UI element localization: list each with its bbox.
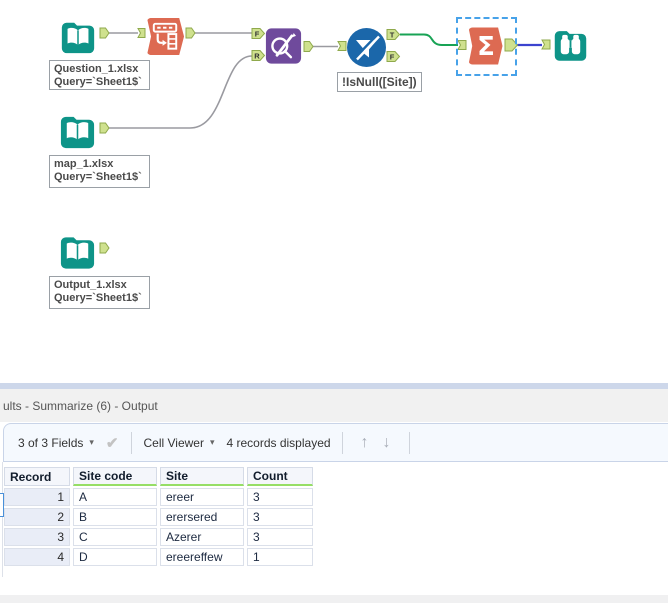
output-anchor-summarize[interactable]: [504, 38, 519, 52]
panel-splitter[interactable]: [0, 383, 668, 389]
panel-bottom-strip: [0, 595, 668, 603]
output-anchor-findreplace[interactable]: [303, 41, 314, 52]
panel-left-border: [2, 462, 3, 577]
site-cell[interactable]: erersered: [160, 508, 244, 526]
toolbar-separator: [131, 431, 133, 454]
fields-dropdown[interactable]: 3 of 3 Fields ▾: [18, 436, 94, 450]
column-header-site-code[interactable]: Site code: [73, 467, 157, 486]
findreplace-r-anchor[interactable]: [251, 50, 266, 61]
toolbar-separator: [341, 431, 343, 454]
table-row: 4 D ereereffew 1: [4, 548, 313, 566]
results-panel-title: ults - Summarize (6) - Output: [3, 398, 158, 413]
workflow-canvas[interactable]: F R T F: [0, 0, 668, 383]
tool-input-output[interactable]: [58, 232, 97, 272]
input-anchor-browse[interactable]: [541, 39, 551, 50]
column-header-record[interactable]: Record: [4, 467, 70, 486]
record-number-cell[interactable]: 2: [4, 508, 70, 526]
docked-panel-fragment: [0, 493, 4, 517]
tool-input-question[interactable]: [59, 18, 97, 56]
table-row: 2 B erersered 3: [4, 508, 313, 526]
site-code-cell[interactable]: B: [73, 508, 157, 526]
record-number-cell[interactable]: 1: [4, 488, 70, 506]
output-anchor-output[interactable]: [99, 242, 110, 254]
input-data-icon: [60, 116, 95, 149]
input-anchor-transpose[interactable]: [137, 28, 146, 38]
tool-filter[interactable]: [346, 27, 387, 68]
count-cell[interactable]: 1: [247, 548, 313, 566]
output-anchor-map[interactable]: [99, 122, 110, 134]
tool-transpose[interactable]: [146, 17, 185, 56]
scroll-up-button[interactable]: ↑: [354, 434, 376, 452]
annotation-line: Query=`Sheet1$`: [54, 171, 142, 183]
sigma-glyph: Σ: [477, 32, 495, 62]
grid-header-row: Record Site code Site Count: [4, 467, 313, 486]
connection-filter-summarize[interactable]: [400, 33, 458, 46]
records-displayed-label: 4 records displayed: [226, 435, 331, 450]
transpose-icon: [146, 17, 185, 56]
column-header-site[interactable]: Site: [160, 467, 244, 486]
findreplace-r-anchor-label: R: [254, 52, 260, 61]
findreplace-f-anchor-label: F: [255, 30, 260, 39]
annotation-line: Output_1.xlsx: [54, 279, 127, 291]
filter-false-anchor[interactable]: [386, 51, 401, 62]
results-panel: ults - Summarize (6) - Output 3 of 3 Fie…: [0, 383, 668, 603]
input-data-icon: [61, 22, 95, 54]
browse-icon: [554, 31, 587, 61]
site-code-cell[interactable]: A: [73, 488, 157, 506]
count-cell[interactable]: 3: [247, 528, 313, 546]
results-grid: Record Site code Site Count 1 A ereer 3 …: [1, 465, 316, 568]
table-row: 3 C Azerer 3: [4, 528, 313, 546]
site-code-cell[interactable]: C: [73, 528, 157, 546]
results-toolbar: 3 of 3 Fields ▾ ✔ Cell Viewer ▾ 4 record…: [3, 423, 668, 462]
tool-selection-box: [456, 17, 517, 76]
count-cell[interactable]: 3: [247, 508, 313, 526]
tool-browse[interactable]: [552, 25, 589, 65]
annotation-filter[interactable]: !IsNull([Site]): [337, 72, 422, 92]
site-cell[interactable]: ereer: [160, 488, 244, 506]
column-header-count[interactable]: Count: [247, 467, 313, 486]
summarize-icon: Σ: [468, 27, 503, 65]
input-anchor-filter[interactable]: [337, 41, 347, 51]
findreplace-f-anchor[interactable]: [251, 28, 266, 39]
table-row: 1 A ereer 3: [4, 488, 313, 506]
site-cell[interactable]: Azerer: [160, 528, 244, 546]
filter-true-anchor[interactable]: [386, 29, 401, 40]
filter-true-anchor-label: T: [390, 31, 395, 40]
results-panel-titlebar: ults - Summarize (6) - Output: [0, 389, 668, 422]
site-code-cell[interactable]: D: [73, 548, 157, 566]
output-anchor-question[interactable]: [99, 27, 110, 39]
annotation-input-map[interactable]: map_1.xlsx Query=`Sheet1$`: [49, 155, 150, 188]
fields-dropdown-label: 3 of 3 Fields: [18, 435, 84, 450]
apply-check-icon[interactable]: ✔: [105, 434, 121, 452]
cell-viewer-label: Cell Viewer: [143, 435, 204, 450]
find-replace-icon: [265, 28, 302, 64]
tool-summarize[interactable]: Σ: [468, 27, 503, 65]
input-data-icon: [60, 237, 95, 269]
toolbar-separator: [408, 431, 410, 454]
site-cell[interactable]: ereereffew: [160, 548, 244, 566]
tool-find-replace[interactable]: [265, 27, 302, 65]
tool-input-map[interactable]: [58, 112, 97, 151]
annotation-input-question[interactable]: Question_1.xlsx Query=`Sheet1$`: [49, 60, 150, 90]
chevron-down-icon: ▾: [209, 437, 215, 447]
filter-false-anchor-label: F: [390, 53, 395, 62]
connections-layer: F R T F: [99, 27, 551, 254]
annotation-line: Query=`Sheet1$`: [54, 292, 142, 304]
annotation-input-output[interactable]: Output_1.xlsx Query=`Sheet1$`: [49, 276, 150, 309]
record-number-cell[interactable]: 3: [4, 528, 70, 546]
chevron-down-icon: ▾: [89, 437, 94, 447]
output-anchor-transpose[interactable]: [185, 27, 196, 39]
scroll-down-button[interactable]: ↓: [376, 434, 398, 452]
input-anchor-summarize[interactable]: [457, 40, 467, 50]
filter-icon: [347, 28, 386, 67]
record-number-cell[interactable]: 4: [4, 548, 70, 566]
count-cell[interactable]: 3: [247, 488, 313, 506]
annotation-line: Query=`Sheet1$`: [54, 76, 142, 88]
annotation-line: Question_1.xlsx: [54, 63, 139, 75]
cell-viewer-dropdown[interactable]: Cell Viewer ▾: [143, 436, 214, 450]
connection-map-findreplace[interactable]: [109, 55, 253, 129]
annotation-line: map_1.xlsx: [54, 158, 114, 170]
